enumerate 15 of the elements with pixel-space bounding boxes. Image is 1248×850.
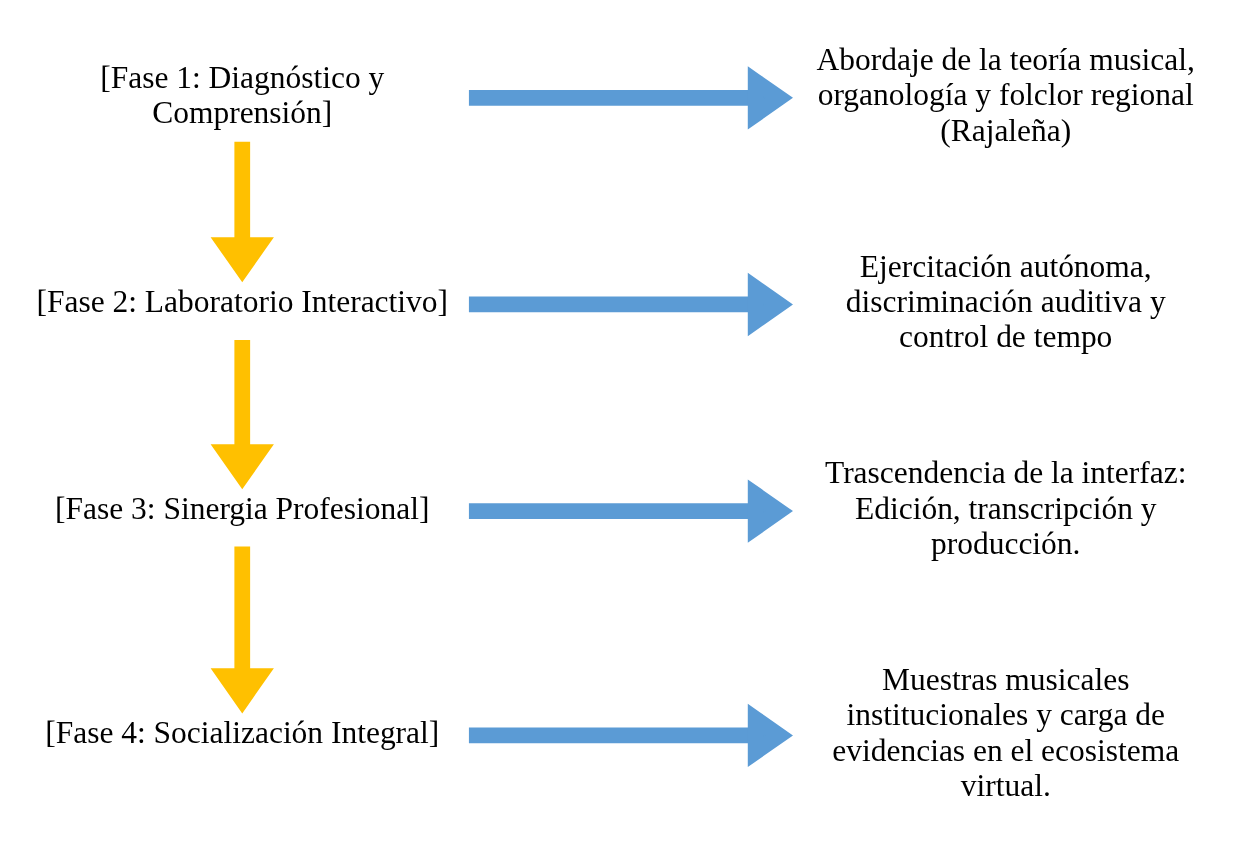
arrow <box>210 339 274 489</box>
node-text: Trascendencia de la interfaz: Edición, transcripción y producción. <box>825 454 1187 561</box>
node-text: [Fase 4: Socialización Integral] <box>45 714 440 750</box>
arrow <box>210 546 274 713</box>
node-text: [Fase 1: Diagnóstico y Comprensión] <box>100 59 385 130</box>
arrow <box>468 272 793 336</box>
arrow <box>468 703 793 767</box>
node-text: Ejercitación autónoma, discriminación auditiva y control de tempo <box>845 248 1166 354</box>
node-text: [Fase 2: Laboratorio Interactivo] <box>36 283 449 319</box>
arrow <box>210 141 274 282</box>
node-text: Muestras musicales institucionales y carga de evidencias en el ecosistema virtual. <box>832 661 1180 803</box>
node-text: Abordaje de la teoría musical, organología y folclor regional (Rajaleña) <box>816 41 1195 148</box>
arrow <box>468 478 793 543</box>
arrow <box>468 65 793 129</box>
node-text: [Fase 3: Sinergia Profesional] <box>55 490 430 526</box>
